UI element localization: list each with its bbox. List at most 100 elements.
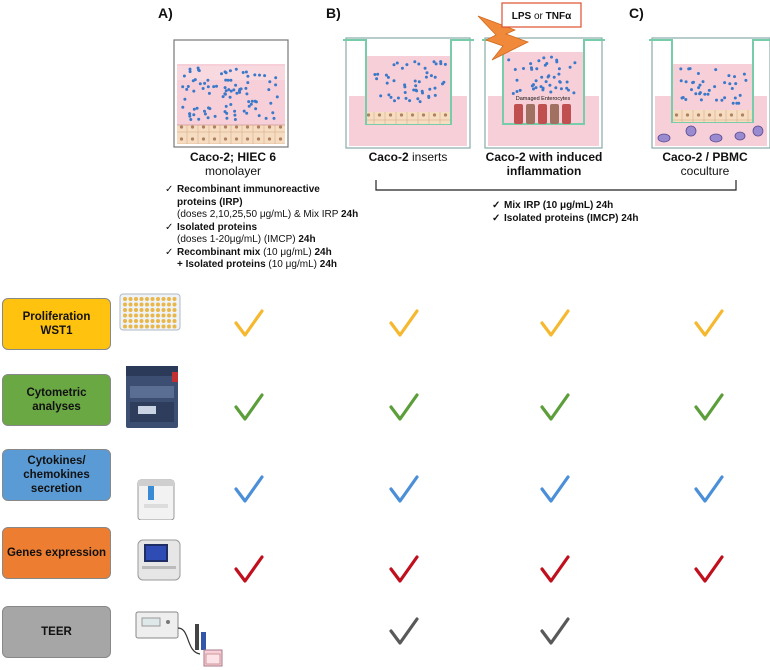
tracer-dot — [735, 101, 739, 105]
plate-well — [172, 308, 177, 312]
check-mark-icon — [694, 393, 724, 421]
tracer-dot — [541, 86, 545, 90]
check-mark-icon — [540, 393, 570, 421]
assay-genes-expression: Genes expression — [2, 527, 111, 579]
tracer-dot — [733, 96, 737, 100]
tracer-dot — [723, 81, 727, 85]
condition-a-irp: Recombinant immunoreactive proteins (IRP… — [165, 184, 415, 222]
condition-bc-mix: Mix IRP (10 μg/mL) 24h — [492, 200, 692, 213]
tracer-dot — [206, 85, 210, 89]
teer-meter-icon — [135, 611, 223, 667]
tracer-dot — [529, 62, 533, 66]
tracer-dot — [707, 88, 711, 92]
plate-well — [145, 319, 149, 323]
plate-well — [167, 308, 171, 312]
tracer-dot — [415, 89, 419, 93]
tracer-dot — [567, 88, 570, 92]
tracer-dot — [272, 116, 276, 120]
plate-well — [128, 302, 133, 307]
tracer-dot — [224, 104, 228, 108]
plate-well — [172, 319, 177, 323]
tracer-dot — [537, 59, 541, 63]
tracer-dot — [257, 114, 261, 118]
check-mark-icon — [234, 555, 264, 583]
check-mark-icon — [540, 309, 570, 337]
tracer-dot — [546, 75, 550, 79]
plate-well — [167, 319, 171, 323]
tracer-dot — [568, 65, 572, 69]
tracer-dot — [413, 60, 417, 64]
plate-well — [128, 308, 133, 312]
plate-well — [156, 297, 160, 301]
tracer-dot — [192, 89, 196, 93]
tracer-dot — [396, 96, 400, 100]
tracer-dot — [229, 103, 233, 106]
tracer-dot — [731, 101, 735, 105]
tracer-dot — [408, 99, 412, 103]
plate-well — [139, 313, 144, 318]
qpcr-instrument-icon — [137, 539, 181, 581]
tracer-dot — [376, 72, 380, 76]
tracer-dot — [443, 62, 447, 66]
plate-well — [139, 319, 144, 323]
tracer-dot — [247, 100, 251, 104]
tracer-dot — [392, 63, 396, 67]
tracer-dot — [679, 67, 683, 71]
tracer-dot — [264, 116, 268, 120]
plate-well — [139, 324, 144, 329]
tracer-dot — [416, 97, 420, 101]
plate-well — [134, 308, 138, 312]
stimulus-box: LPS or TNFα — [501, 2, 582, 28]
plate-well — [156, 302, 160, 307]
plate-well — [145, 313, 149, 318]
tracer-dot — [442, 80, 446, 84]
tracer-dot — [534, 79, 538, 83]
tracer-dot — [518, 88, 522, 92]
tracer-dot — [250, 99, 254, 103]
condition-bc-isolated: Isolated proteins (IMCP) 24h — [492, 213, 692, 226]
tracer-dot — [246, 74, 250, 78]
tracer-dot — [234, 67, 238, 71]
tracer-dot — [274, 76, 278, 80]
tracer-dot — [188, 112, 192, 116]
conditions-bc: Mix IRP (10 μg/mL) 24h Isolated proteins… — [492, 200, 692, 225]
check-mark-icon — [234, 309, 264, 337]
tracer-dot — [224, 78, 228, 82]
tracer-dot — [182, 74, 186, 78]
tracer-dot — [703, 92, 707, 96]
tracer-dot — [268, 80, 272, 84]
tracer-dot — [203, 81, 207, 85]
plate-well — [145, 297, 149, 301]
tracer-dot — [534, 86, 538, 90]
plate-well — [145, 308, 149, 312]
tracer-dot — [535, 67, 539, 71]
tracer-dot — [188, 67, 192, 71]
tracer-dot — [728, 82, 732, 86]
check-mark-icon — [540, 475, 570, 503]
tracer-dot — [234, 83, 238, 87]
tracer-dot — [195, 106, 199, 110]
svg-text:LPS or TNFα: LPS or TNFα — [512, 11, 572, 22]
tracer-dot — [423, 66, 427, 70]
plate-well — [123, 313, 127, 318]
plate-well — [128, 313, 133, 318]
tracer-dot — [688, 67, 692, 71]
tracer-dot — [245, 92, 249, 96]
condition-a-isolated: Isolated proteins (doses 1-20μg/mL) (IMC… — [165, 222, 415, 247]
tracer-dot — [389, 95, 393, 99]
tracer-dot — [196, 66, 200, 70]
tracer-dot — [403, 83, 407, 87]
plate-well — [134, 302, 138, 307]
plate-well — [123, 319, 127, 323]
tracer-dot — [183, 97, 187, 101]
check-mark-icon — [389, 309, 419, 337]
tracer-dot — [223, 92, 227, 96]
condition-a-mix: Recombinant mix (10 μg/mL) 24h + Isolate… — [165, 247, 415, 272]
tracer-dot — [548, 83, 552, 87]
tracer-dot — [734, 82, 738, 86]
tracer-dot — [573, 61, 577, 65]
tracer-dot — [698, 83, 702, 87]
